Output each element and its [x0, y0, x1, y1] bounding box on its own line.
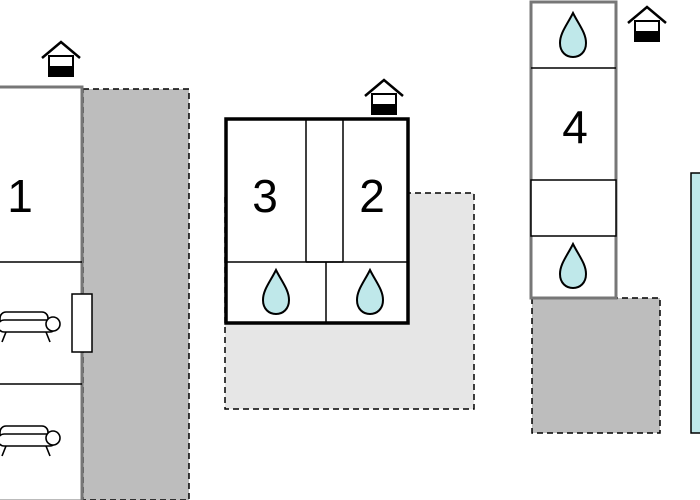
house-entrance-icon [363, 78, 405, 116]
pool-area [690, 172, 700, 434]
door-opening [71, 293, 93, 353]
house-entrance-icon [40, 40, 82, 78]
unit-label-1: 1 [7, 170, 33, 222]
unit-label-2: 2 [359, 170, 385, 222]
unit-label-4: 4 [562, 101, 588, 153]
terrace-area-1 [82, 88, 190, 500]
house-entrance-icon [626, 5, 668, 43]
hallway [530, 179, 617, 237]
terrace-area-4 [531, 297, 661, 434]
unit-label-3: 3 [252, 170, 278, 222]
